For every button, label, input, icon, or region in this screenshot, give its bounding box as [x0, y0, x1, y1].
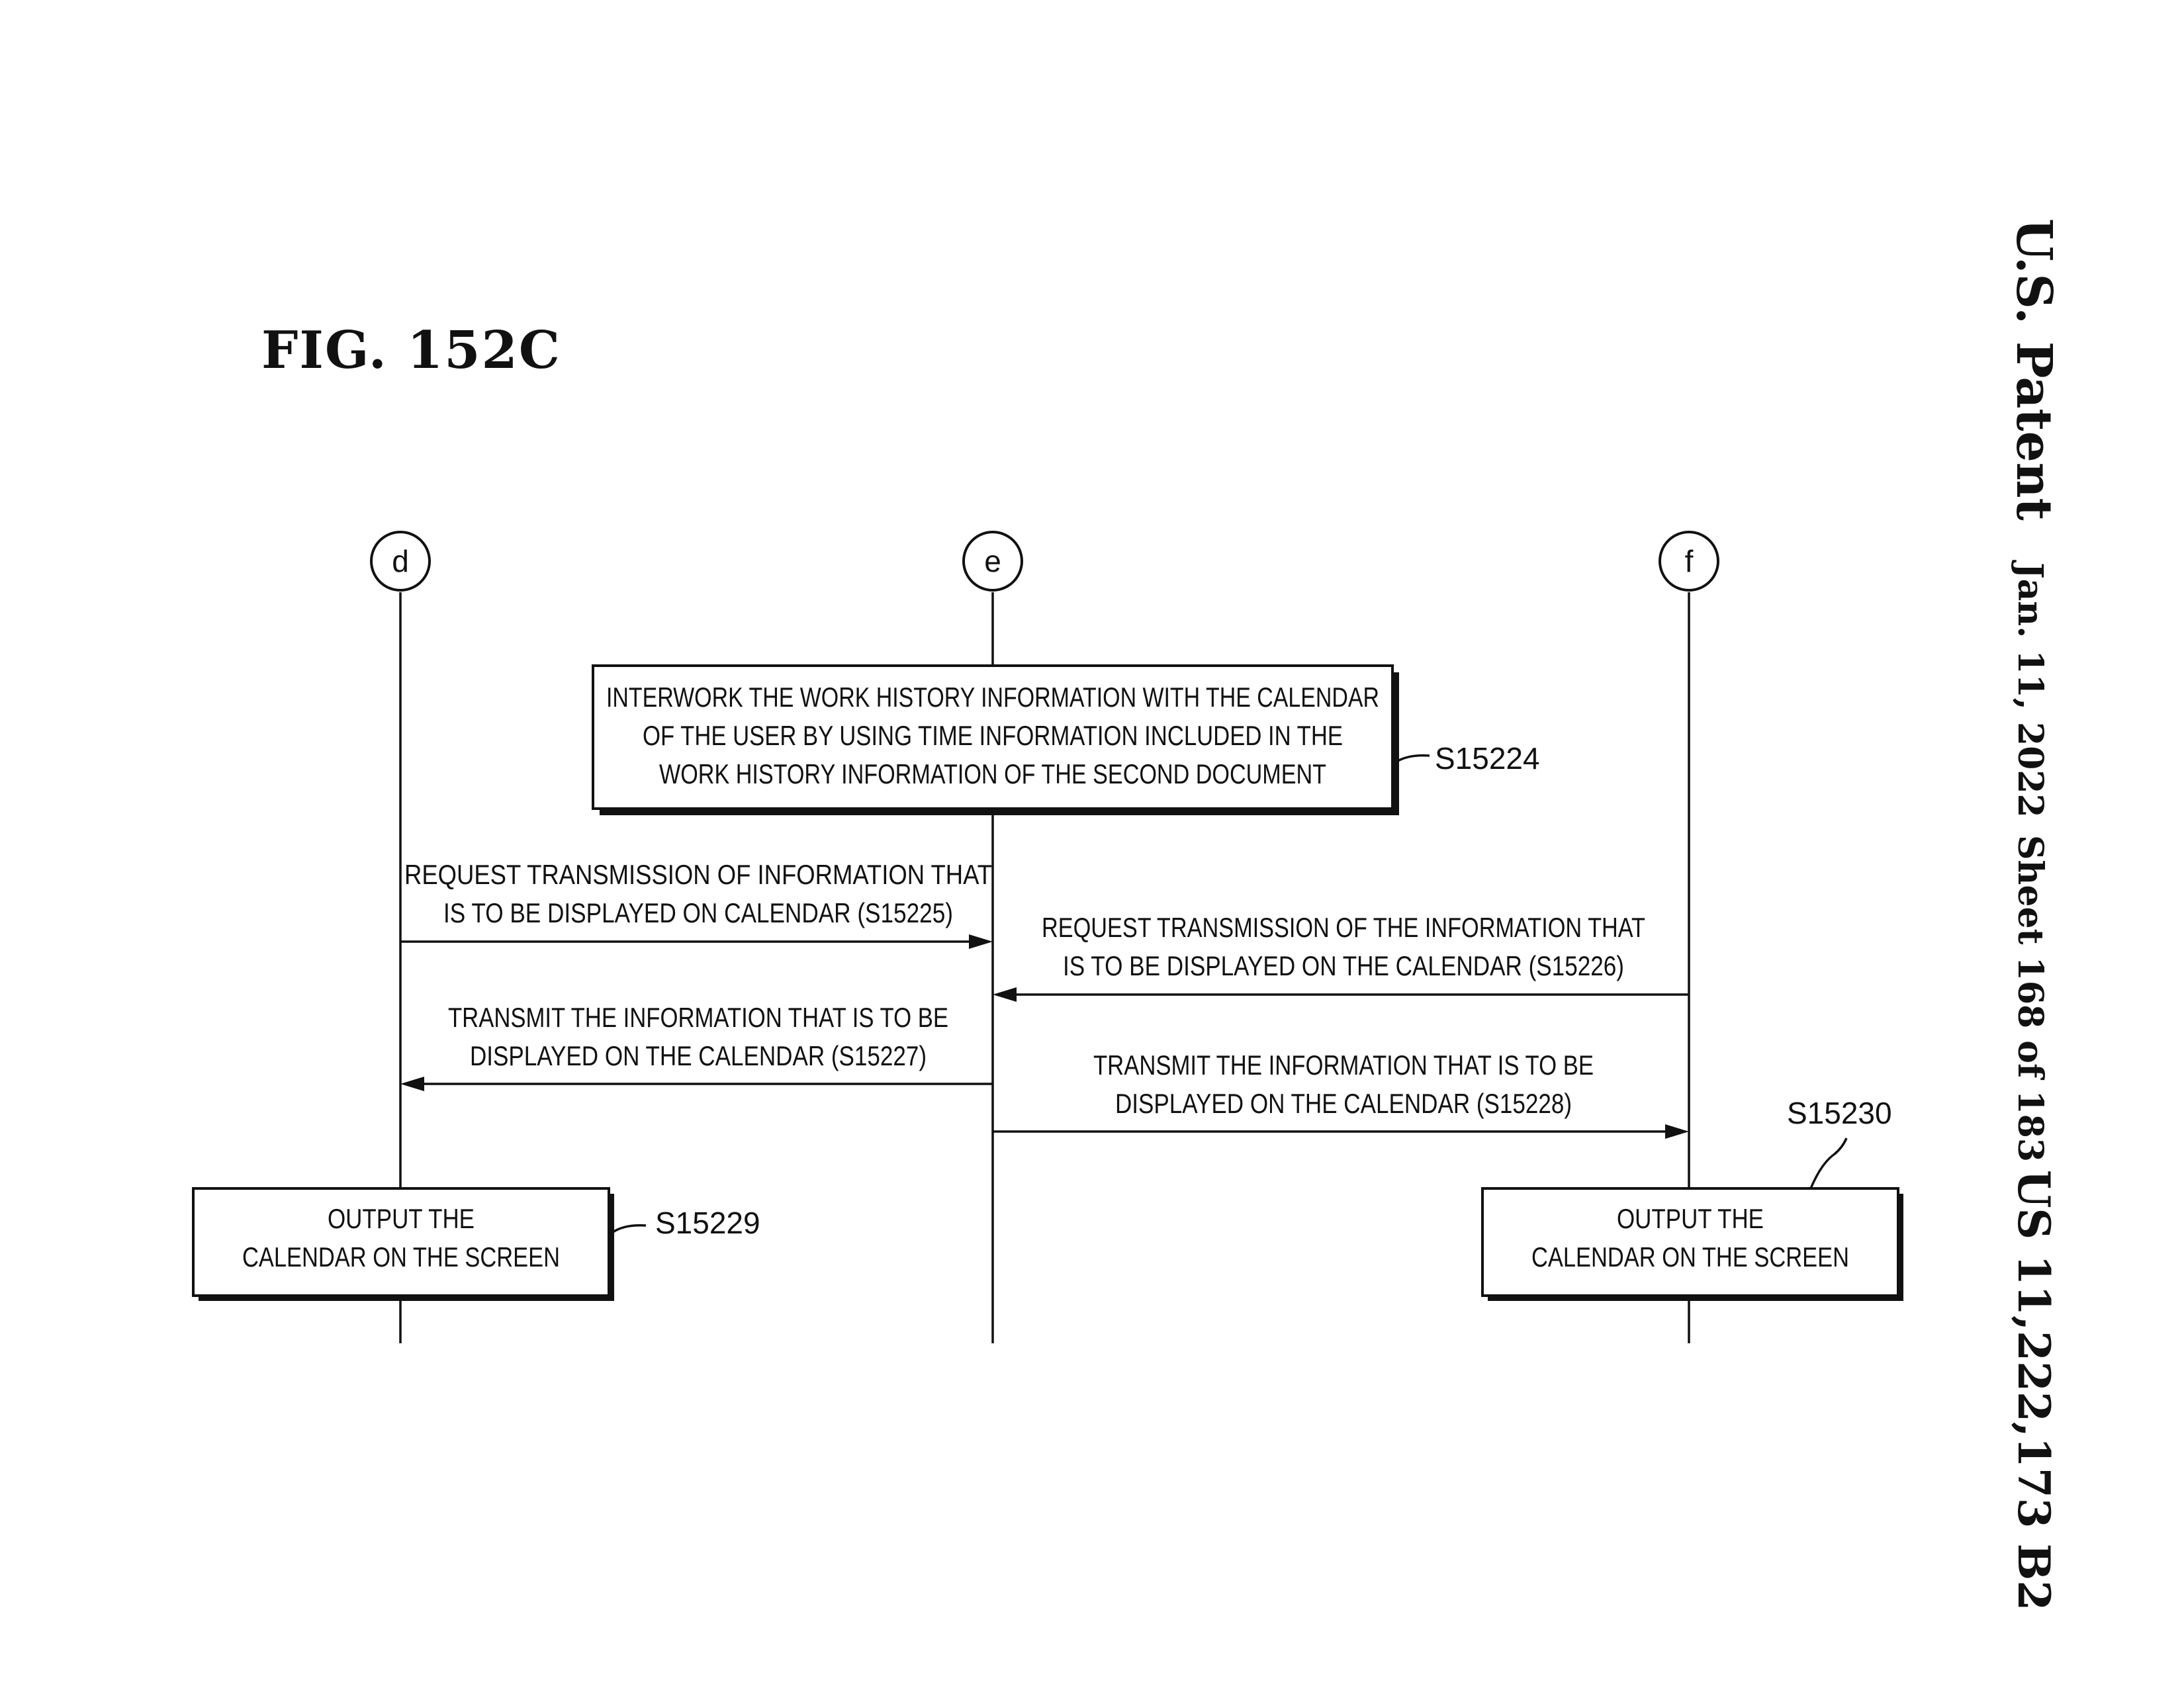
message-s15228-line-2: DISPLAYED ON THE CALENDAR (S15228): [1115, 1088, 1572, 1119]
step-s15229-line-2: CALENDAR ON THE SCREEN: [242, 1241, 560, 1272]
step-s15224-line-2: OF THE USER BY USING TIME INFORMATION IN…: [643, 720, 1343, 751]
step-s15230: S15230 OUTPUT THE CALENDAR ON THE SCREEN: [1481, 1096, 1903, 1301]
figure-title: FIG. 152C: [261, 320, 561, 380]
step-s15230-label: S15230: [1787, 1096, 1892, 1130]
step-s15229: OUTPUT THE CALENDAR ON THE SCREEN S15229: [192, 1187, 760, 1301]
step-s15224: INTERWORK THE WORK HISTORY INFORMATION W…: [592, 664, 1540, 815]
connector-e-label: e: [984, 544, 1001, 578]
sheet-number: Sheet 168 of 183: [2010, 835, 2050, 1162]
message-s15228: TRANSMIT THE INFORMATION THAT IS TO BE D…: [993, 1049, 1689, 1139]
message-s15226-line-1: REQUEST TRANSMISSION OF THE INFORMATION …: [1042, 912, 1645, 943]
message-s15227-line-1: TRANSMIT THE INFORMATION THAT IS TO BE: [448, 1002, 948, 1033]
step-s15230-leader: [1809, 1137, 1848, 1189]
message-s15228-line-1: TRANSMIT THE INFORMATION THAT IS TO BE: [1093, 1049, 1594, 1081]
message-s15225-line-1: REQUEST TRANSMISSION OF INFORMATION THAT: [404, 859, 992, 890]
message-s15225-line-2: IS TO BE DISPLAYED ON CALENDAR (S15225): [443, 897, 953, 928]
step-s15224-box: [592, 664, 1394, 810]
step-s15230-line-1: OUTPUT THE: [1617, 1203, 1764, 1234]
message-s15227-line-2: DISPLAYED ON THE CALENDAR (S15227): [470, 1040, 927, 1071]
step-s15229-line-1: OUTPUT THE: [328, 1203, 475, 1234]
message-s15226: REQUEST TRANSMISSION OF THE INFORMATION …: [993, 912, 1689, 1002]
connector-d: [370, 531, 431, 592]
connector-f-label: f: [1685, 544, 1694, 578]
step-s15229-label: S15229: [655, 1206, 760, 1240]
message-s15226-line-2: IS TO BE DISPLAYED ON THE CALENDAR (S152…: [1063, 950, 1624, 981]
message-s15228-arrowhead: [1665, 1124, 1689, 1139]
step-s15224-label: S15224: [1435, 741, 1540, 776]
message-s15227-arrowhead: [400, 1077, 424, 1091]
publication-date: Jan. 11, 2022: [2010, 560, 2050, 818]
message-s15225: REQUEST TRANSMISSION OF INFORMATION THAT…: [400, 859, 993, 949]
step-s15230-line-2: CALENDAR ON THE SCREEN: [1531, 1241, 1849, 1272]
step-s15229-leader: [612, 1224, 647, 1233]
publication-label: U.S. Patent: [2005, 218, 2062, 521]
patent-number: US 11,222,173 B2: [2008, 1170, 2060, 1611]
connector-e: [962, 531, 1023, 592]
connector-f: [1659, 531, 1719, 592]
message-s15225-arrowhead: [969, 934, 993, 949]
message-s15226-arrowhead: [993, 987, 1017, 1002]
side-header: U.S. Patent Jan. 11, 2022 Sheet 168 of 1…: [2005, 218, 2062, 1611]
step-s15224-line-3: WORK HISTORY INFORMATION OF THE SECOND D…: [659, 758, 1326, 789]
step-s15230-box: [1481, 1187, 1899, 1297]
lane-connectors: d e f: [370, 531, 1719, 592]
step-s15224-line-1: INTERWORK THE WORK HISTORY INFORMATION W…: [606, 682, 1379, 713]
step-s15229-box: [192, 1187, 610, 1297]
step-s15224-leader: [1397, 754, 1430, 762]
connector-d-label: d: [392, 544, 409, 578]
message-s15227: TRANSMIT THE INFORMATION THAT IS TO BE D…: [400, 1002, 993, 1091]
